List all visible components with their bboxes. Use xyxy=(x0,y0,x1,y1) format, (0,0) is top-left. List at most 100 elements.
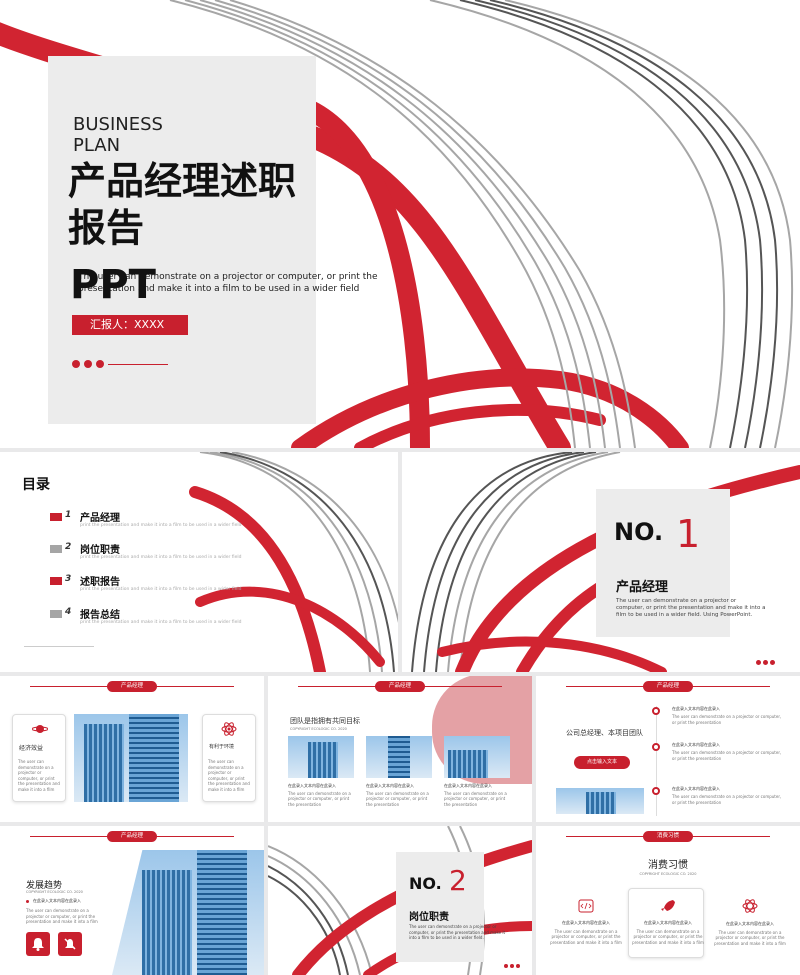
toc-sub: print the presentation and make it into … xyxy=(80,620,242,625)
section-number: 1 xyxy=(676,512,701,556)
toc-sub: print the presentation and make it into … xyxy=(80,523,242,528)
point-title: 在此录入文本内容在此录入 xyxy=(672,706,720,711)
slide-tag: 产品经理 xyxy=(643,681,693,692)
slide-tag: 产品经理 xyxy=(107,681,157,692)
section-title: 岗位职责 xyxy=(409,912,449,923)
code-icon xyxy=(578,898,594,917)
toc-number: 4 xyxy=(65,607,72,617)
dot-indicator xyxy=(756,660,777,665)
slide-subtitle: COPYRIGHT ECOLOGIC CO. 2020 xyxy=(290,727,347,731)
benefit-card: 有利于环境 The user can demonstrate on a proj… xyxy=(202,714,256,802)
card-title: 经济效益 xyxy=(19,745,44,752)
atom-icon xyxy=(221,722,237,736)
toc-number: 1 xyxy=(65,510,72,520)
mute-icon xyxy=(64,938,76,950)
caption-body: The user can demonstrate on a projector … xyxy=(288,790,351,807)
planet-icon xyxy=(32,725,48,733)
building-photo xyxy=(74,714,188,802)
rocket-icon xyxy=(660,898,676,917)
dot-indicator xyxy=(504,964,522,968)
column-body: The user can demonstrate on a projector … xyxy=(550,928,622,945)
slide-title: 发展趋势 xyxy=(26,881,63,891)
toc-marker xyxy=(50,577,62,585)
habit-column: 在此录入文本内容在此录入 The user can demonstrate on … xyxy=(550,898,622,945)
toc-heading: 目录 xyxy=(22,477,50,493)
atom-icon xyxy=(742,898,758,918)
column-body: The user can demonstrate on a projector … xyxy=(632,928,704,945)
section-description: The user can demonstrate on a projector … xyxy=(409,924,506,940)
point-title: 在此录入文本内容在此录入 xyxy=(672,786,720,791)
toc-label: 岗位职责 xyxy=(80,545,120,556)
habit-column: 在此录入文本内容在此录入 The user can demonstrate on … xyxy=(714,898,786,946)
caption-title: 在此录入文本内容在此录入 xyxy=(366,783,414,788)
caption-title: 在此录入文本内容在此录入 xyxy=(288,783,336,788)
slide-title: 公司总经理、本项目团队 xyxy=(566,729,643,737)
column-label: 在此录入文本内容在此录入 xyxy=(562,920,610,925)
section-description: The user can demonstrate on a projector … xyxy=(616,598,766,618)
toc-label: 产品经理 xyxy=(80,513,120,524)
slide-subtitle: COPYRIGHT ECOLOGIC CO. 2020 xyxy=(639,872,697,876)
title-panel xyxy=(48,56,316,424)
toc-label: 述职报告 xyxy=(80,577,120,588)
toc-marker xyxy=(50,513,62,521)
benefit-card: 经济效益 The user can demonstrate on a proje… xyxy=(12,714,66,802)
highlight-card xyxy=(628,888,704,958)
toc-marker xyxy=(50,545,62,553)
toc-number: 2 xyxy=(65,542,72,552)
hero-slide[interactable]: BUSINESS PLAN The user can demonstrate o… xyxy=(0,0,800,448)
input-text-button[interactable]: 点击输入文本 xyxy=(574,756,630,769)
dot-indicator xyxy=(72,360,168,368)
consumption-slide[interactable]: 消费习惯 消费习惯 COPYRIGHT ECOLOGIC CO. 2020 在此… xyxy=(536,826,800,975)
caption-title: 在此录入文本内容在此录入 xyxy=(444,783,492,788)
business-plan-label: BUSINESS PLAN xyxy=(73,114,163,156)
ppt-label: PPT xyxy=(70,262,156,308)
point-body: The user can demonstrate on a projector … xyxy=(672,714,782,725)
building-photo xyxy=(112,850,264,975)
team-slide[interactable]: 产品经理 团队是指拥有共同目标 COPYRIGHT ECOLOGIC CO. 2… xyxy=(268,676,532,822)
building-photo xyxy=(444,736,510,778)
company-slide[interactable]: 产品经理 公司总经理、本项目团队 点击输入文本 在此录入文本内容在此录入 The … xyxy=(536,676,800,822)
toc-sub: print the presentation and make it into … xyxy=(80,555,242,560)
main-title: 产品经理述职报告 xyxy=(68,159,297,250)
section-box xyxy=(396,852,484,962)
slide-tag: 产品经理 xyxy=(375,681,425,692)
section-one-slide[interactable]: NO. 1 产品经理 The user can demonstrate on a… xyxy=(402,452,800,672)
section-no-label: NO. xyxy=(614,518,664,546)
photo-caption: 在此录入文本内容在此录入 The user can demonstrate on … xyxy=(288,783,354,807)
section-two-slide[interactable]: NO. 2 岗位职责 The user can demonstrate on a… xyxy=(268,826,532,975)
slide-subtitle: COPYRIGHT ECOLOGIC CO. 2020 xyxy=(26,890,83,894)
mute-button[interactable] xyxy=(58,932,82,956)
card-body: The user can demonstrate on a projector … xyxy=(18,759,60,792)
card-title: 有利于环境 xyxy=(209,744,235,750)
column-body: The user can demonstrate on a projector … xyxy=(714,929,786,946)
building-photo xyxy=(366,736,432,778)
trend-slide[interactable]: 产品经理 发展趋势 COPYRIGHT ECOLOGIC CO. 2020 在此… xyxy=(0,826,264,975)
bell-icon xyxy=(32,938,44,951)
section-no-label: NO. xyxy=(409,874,442,893)
hero-description: The user can demonstrate on a projector … xyxy=(78,272,378,294)
reporter-badge: 汇报人：XXXX xyxy=(72,315,188,335)
toc-label: 报告总结 xyxy=(80,610,120,621)
section-number: 2 xyxy=(449,864,467,897)
toc-sub: print the presentation and make it into … xyxy=(80,587,242,592)
section-title: 产品经理 xyxy=(616,580,669,595)
bullet-text: 在此录入文本内容在此录入 xyxy=(33,898,81,903)
toc-number: 3 xyxy=(65,574,72,584)
slide-body: The user can demonstrate on a projector … xyxy=(26,908,98,924)
slide-tag: 消费习惯 xyxy=(643,831,693,842)
point-body: The user can demonstrate on a projector … xyxy=(672,750,782,761)
column-label: 在此录入文本内容在此录入 xyxy=(726,921,774,926)
building-photo xyxy=(288,736,354,778)
ribbon-decoration xyxy=(189,452,398,672)
benefits-slide[interactable]: 产品经理 经济效益 The user can demonstrate on a … xyxy=(0,676,264,822)
ribbon-decoration xyxy=(0,0,794,448)
building-photo xyxy=(556,788,644,814)
toc-marker xyxy=(50,610,62,618)
bell-button[interactable] xyxy=(26,932,50,956)
card-body: The user can demonstrate on a projector … xyxy=(208,759,250,792)
slide-title: 团队是指拥有共同目标 xyxy=(290,717,360,725)
point-title: 在此录入文本内容在此录入 xyxy=(672,742,720,747)
